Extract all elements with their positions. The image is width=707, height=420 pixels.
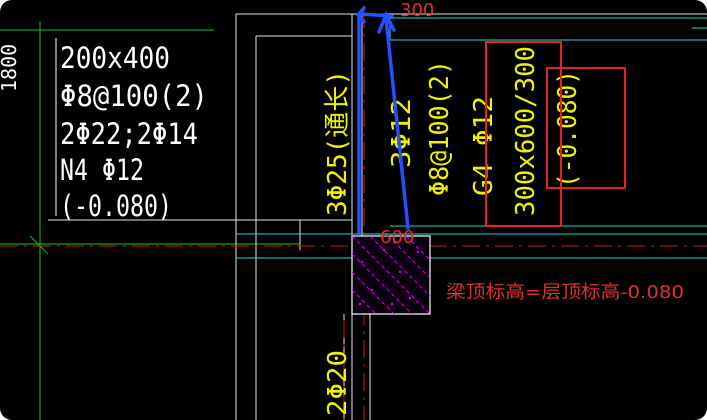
- beam-elevation-note: 梁顶标高=层顶标高-0.080: [446, 282, 684, 303]
- red-dashed-lines: [0, 10, 707, 420]
- label-stirrup: Φ8@100(2): [425, 60, 455, 196]
- blue-arrows: [355, 6, 410, 234]
- yellow-vertical-labels: 3Φ25(通长) 3Φ12 Φ8@100(2) G4 Φ12 300x600/3…: [323, 46, 583, 416]
- label-line-4: N4 Φ12: [60, 153, 144, 187]
- label-line-1: 200x400: [60, 41, 170, 75]
- highlight-box-elev: [546, 67, 626, 189]
- label-g4: G4 Φ12: [469, 96, 499, 196]
- red-highlight-boxes: [485, 41, 626, 227]
- label-elev: (-0.080): [553, 70, 583, 188]
- label-line-5: (-0.080): [60, 189, 172, 223]
- left-label-block: 200x400 Φ8@100(2) 2Φ22;2Φ14 N4 Φ12 (-0.0…: [55, 38, 208, 223]
- white-outlines: [48, 13, 707, 420]
- highlight-box-section: [485, 41, 562, 227]
- green-grid-lines: [0, 22, 300, 420]
- dimension-600: 600: [380, 227, 414, 248]
- label-line-2: Φ8@100(2): [60, 79, 208, 113]
- label-section: 300x600/300: [511, 46, 541, 216]
- edge-dimension: 1800: [0, 44, 21, 92]
- dimension-300: 300: [400, 0, 434, 21]
- label-bottom: 2Φ20: [323, 350, 353, 416]
- label-3-25: 3Φ25(通长): [323, 70, 353, 216]
- label-line-3: 2Φ22;2Φ14: [60, 117, 198, 151]
- column-section: [351, 235, 431, 315]
